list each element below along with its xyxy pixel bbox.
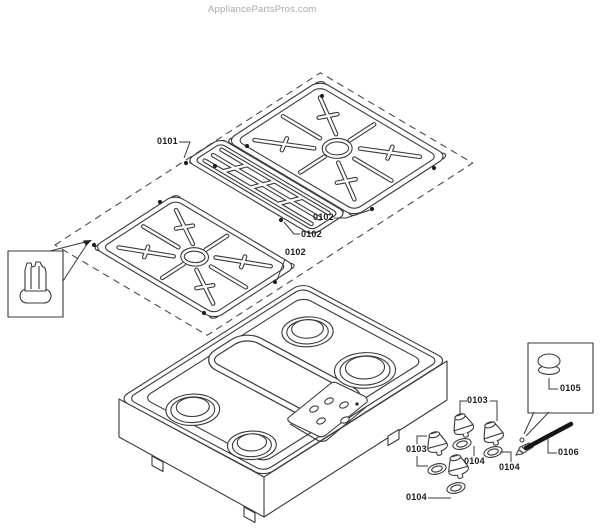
callout-arrowhead <box>83 240 92 246</box>
control-panel <box>288 382 367 441</box>
part-label-0104: 0104 <box>406 492 427 502</box>
cap-detail-box <box>520 343 593 442</box>
control-knob <box>423 428 451 459</box>
grate-left <box>93 194 297 319</box>
burner-left <box>155 388 231 432</box>
cap-drawing <box>538 354 560 374</box>
control-knob <box>449 410 477 441</box>
cap-position-mark <box>520 438 524 442</box>
part-label-0102: 0102 <box>301 229 322 239</box>
igniter <box>515 421 574 456</box>
part-label-0103: 0103 <box>406 444 427 454</box>
control-knob <box>479 418 507 449</box>
part-label-0102: 0102 <box>285 247 306 257</box>
detail-callout-lines <box>49 240 90 282</box>
cooktop-base <box>119 283 448 523</box>
part-label-0103: 0103 <box>467 395 488 405</box>
burner-back <box>271 311 343 353</box>
knob-holes <box>309 397 359 426</box>
part-label-0104: 0104 <box>464 456 485 466</box>
burner-front <box>217 425 286 465</box>
base-foot <box>244 507 255 523</box>
part-label-0102: 0102 <box>313 212 334 222</box>
grate-foot-dots <box>91 93 437 316</box>
grate-foot-detail-box <box>8 240 92 317</box>
watermark: AppliancePartsPros.com <box>208 4 317 15</box>
burner-right <box>322 345 408 395</box>
knob-parts <box>423 410 507 496</box>
knob-bezel-ring <box>445 480 467 496</box>
base-foot <box>152 456 163 472</box>
leader-lines <box>179 141 558 499</box>
grate-assembly <box>55 73 473 335</box>
part-label-0105: 0105 <box>560 383 581 393</box>
knob-bezel-ring <box>451 436 473 452</box>
base-foot <box>388 430 399 446</box>
grate-foot-drawing <box>20 262 51 303</box>
part-label-0106: 0106 <box>558 447 579 457</box>
part-label-0104: 0104 <box>499 462 520 472</box>
knob-bezel-ring <box>426 461 448 477</box>
detail-callout-lines <box>523 411 550 437</box>
part-label-0101: 0101 <box>157 136 178 146</box>
grate-dashed-outline <box>55 73 473 335</box>
base-rim <box>119 283 448 477</box>
